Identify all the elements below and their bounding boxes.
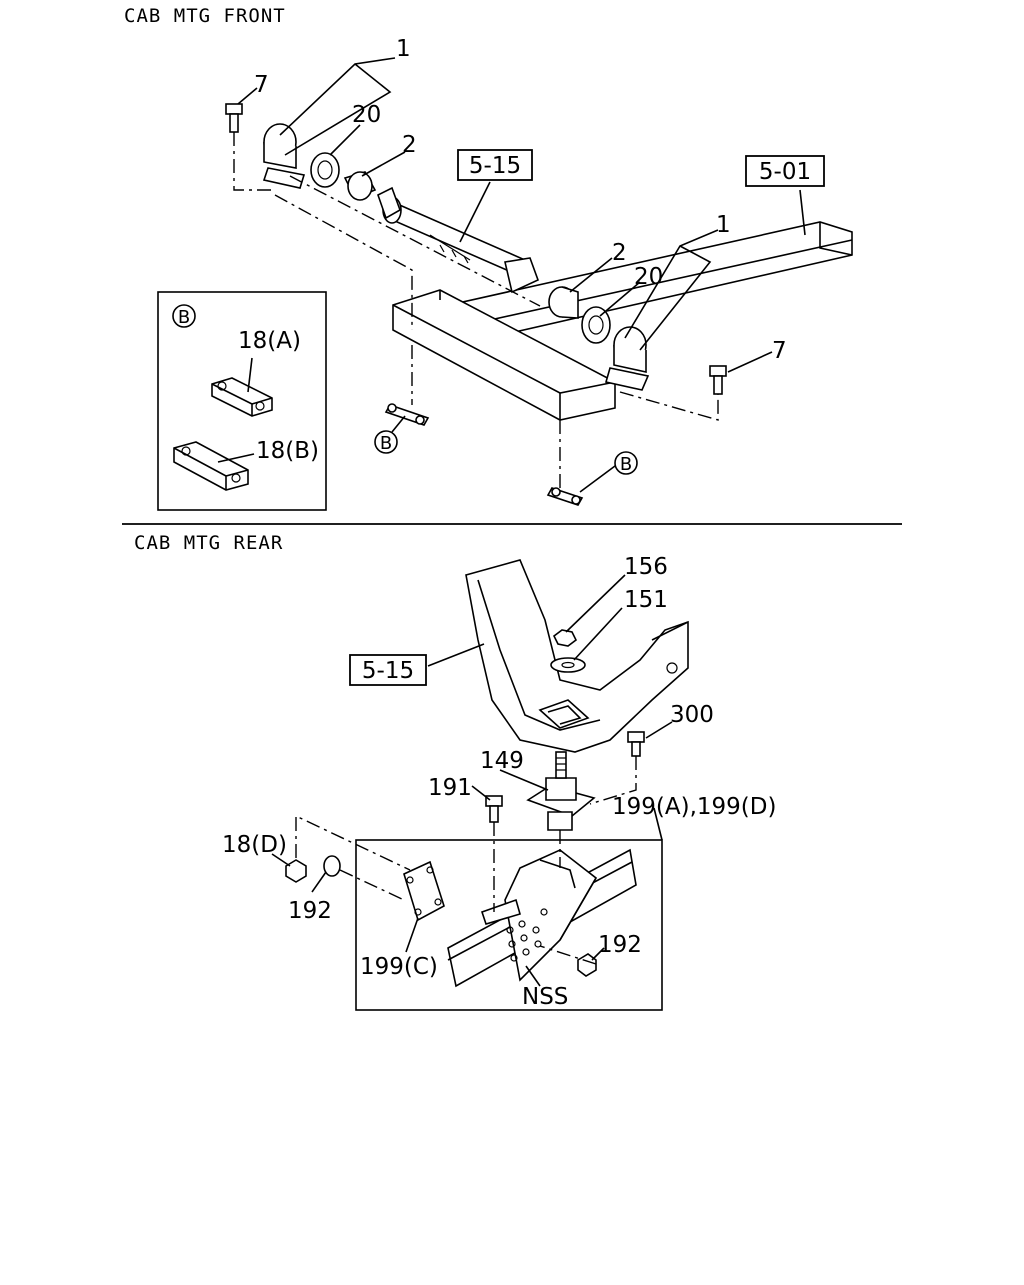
detail-18a-label: 18(A) bbox=[238, 328, 301, 354]
right-bushings bbox=[548, 286, 611, 344]
rear-section: CAB MTG REAR bbox=[134, 532, 776, 1011]
bolt-300 bbox=[627, 731, 645, 757]
circle-b-right-label: B bbox=[620, 454, 632, 475]
nut-18d bbox=[285, 859, 307, 883]
right-mount-bracket bbox=[604, 326, 650, 391]
rubber-mount-149 bbox=[526, 751, 596, 831]
callout-151: 151 bbox=[624, 587, 668, 613]
nut-156 bbox=[552, 629, 578, 647]
left-mount-bracket bbox=[262, 123, 306, 189]
front-section-title: CAB MTG FRONT bbox=[124, 5, 286, 27]
bolt-left bbox=[225, 103, 243, 133]
detail-b-badge: B bbox=[178, 307, 190, 328]
left-bushings bbox=[310, 152, 377, 201]
nut-192-left bbox=[323, 855, 341, 877]
callout-199ad: 199(A),199(D) bbox=[612, 794, 776, 820]
mount-shaft bbox=[377, 186, 540, 294]
circle-b-left-label: B bbox=[380, 433, 392, 454]
rear-center-lines bbox=[295, 756, 637, 965]
circle-b-left: B bbox=[374, 430, 398, 454]
ref-5-15-rear-label: 5-15 bbox=[362, 658, 414, 684]
callout-7-right: 7 bbox=[772, 338, 787, 364]
ref-5-15-front: 5-15 bbox=[457, 149, 533, 181]
callout-18d: 18(D) bbox=[222, 832, 287, 858]
callout-2-left: 2 bbox=[402, 132, 417, 158]
plate-199c bbox=[403, 860, 445, 922]
callout-192-left: 192 bbox=[288, 898, 332, 924]
front-center-lines bbox=[233, 132, 719, 490]
ref-5-01-label: 5-01 bbox=[759, 159, 811, 185]
detail-b-inset: B 18(A) 18(B) bbox=[157, 291, 327, 511]
callout-20-right: 20 bbox=[634, 264, 663, 290]
callout-20-left: 20 bbox=[352, 102, 381, 128]
circle-b-right: B bbox=[614, 451, 638, 475]
callout-300: 300 bbox=[670, 702, 714, 728]
plate-18b bbox=[173, 441, 249, 491]
callout-149: 149 bbox=[480, 748, 524, 774]
callout-199c: 199(C) bbox=[360, 954, 438, 980]
clip-b-right bbox=[546, 487, 584, 506]
front-section: CAB MTG FRONT bbox=[124, 5, 853, 511]
callout-156: 156 bbox=[624, 554, 668, 580]
callout-1-right: 1 bbox=[716, 212, 731, 238]
washer-151 bbox=[550, 657, 586, 673]
plate-18a bbox=[211, 377, 273, 417]
callout-7-left: 7 bbox=[254, 72, 269, 98]
callout-191: 191 bbox=[428, 775, 472, 801]
callout-2-right: 2 bbox=[612, 240, 627, 266]
bolt-191 bbox=[485, 795, 503, 823]
ref-5-15-front-label: 5-15 bbox=[469, 153, 521, 179]
rear-section-title: CAB MTG REAR bbox=[134, 532, 283, 554]
ref-5-01: 5-01 bbox=[745, 155, 825, 187]
callout-nss: NSS bbox=[522, 984, 568, 1010]
detail-18b-label: 18(B) bbox=[256, 438, 319, 464]
ref-5-15-rear: 5-15 bbox=[349, 654, 427, 686]
clip-b-left bbox=[384, 403, 430, 426]
rear-leaders bbox=[271, 574, 673, 987]
front-leaders bbox=[237, 57, 806, 493]
callout-192-right: 192 bbox=[598, 932, 642, 958]
callout-1-left: 1 bbox=[396, 36, 411, 62]
bolt-right bbox=[709, 365, 727, 395]
rear-cab-member bbox=[465, 559, 689, 753]
nut-192-right bbox=[577, 953, 597, 977]
rear-frame-assembly bbox=[355, 839, 663, 1011]
cab-floor-member bbox=[392, 289, 616, 421]
